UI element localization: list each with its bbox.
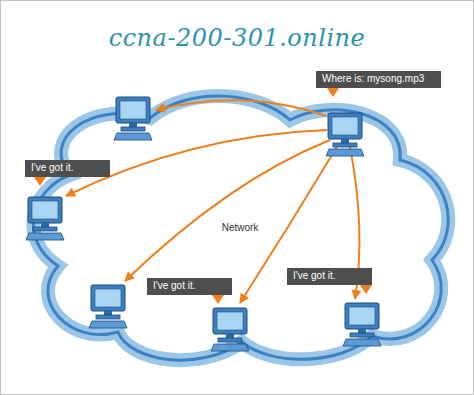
cloud-band [33,96,448,360]
callout-pointer [327,88,339,97]
pointer-triangle [327,88,339,97]
pointer-triangle [360,285,372,294]
computer-icon [211,308,249,351]
pointer-triangle [34,177,46,186]
query-arrow [240,145,338,303]
speech-callout: Where is: mysong.mp3 [316,71,441,88]
computer-icon [326,113,364,156]
cloud-edge [33,96,448,360]
callout-pointer [34,177,46,186]
callout-text: I've got it. [31,162,74,173]
watermark: ccna-200-301.online [0,24,474,52]
computer-icon [89,285,127,328]
callout-text: Where is: mysong.mp3 [322,73,424,84]
speech-callout: I've got it. [287,268,372,285]
speech-callout: I've got it. [25,160,110,177]
query-arrow [156,100,326,116]
callout-pointer [212,295,224,304]
callout-pointer [360,285,372,294]
computer-icon [343,303,381,346]
query-arrow [66,130,327,196]
pointer-triangle [212,295,224,304]
network-label: Network [220,222,261,233]
computer-icon [114,97,152,140]
speech-callout: I've got it. [147,278,232,295]
computer-icon [26,197,64,240]
callout-text: I've got it. [293,270,336,281]
query-arrow [350,147,359,299]
callout-text: I've got it. [153,280,196,291]
